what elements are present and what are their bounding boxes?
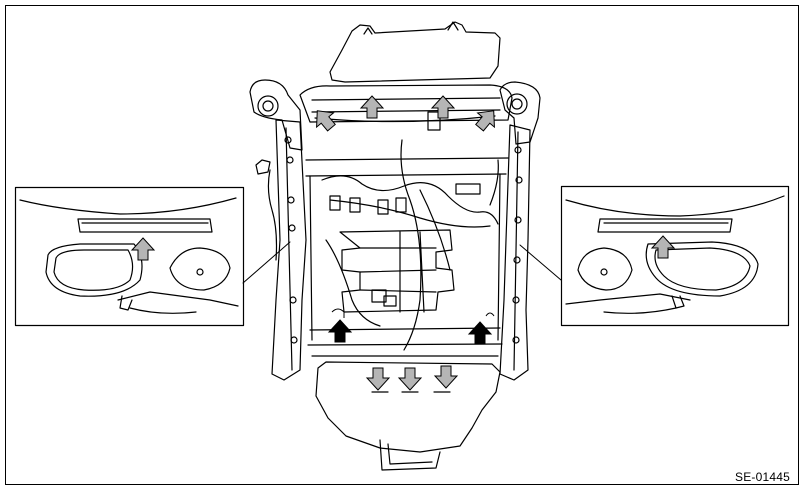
left-detail-inset <box>14 186 245 327</box>
right-inset-strip <box>597 218 733 233</box>
right-side-rail <box>499 124 531 381</box>
bottom-tab <box>379 439 441 471</box>
headrest-pad <box>329 21 501 83</box>
right-leader-line <box>519 244 562 281</box>
grey-arrows-down <box>366 365 458 391</box>
left-leader-line <box>242 241 291 284</box>
spring-mat <box>339 229 455 313</box>
black-arrows <box>328 319 492 345</box>
right-upper-bracket <box>499 81 541 145</box>
top-cross-member <box>299 84 513 123</box>
wire-harness <box>321 175 499 225</box>
figure-code: SE-01445 <box>735 470 790 484</box>
left-upper-bracket <box>249 79 303 151</box>
left-inset-strip <box>77 218 213 233</box>
figure-border <box>5 5 799 485</box>
left-side-rail <box>271 119 307 381</box>
seat-cushion <box>315 361 501 453</box>
right-detail-inset <box>560 185 790 327</box>
